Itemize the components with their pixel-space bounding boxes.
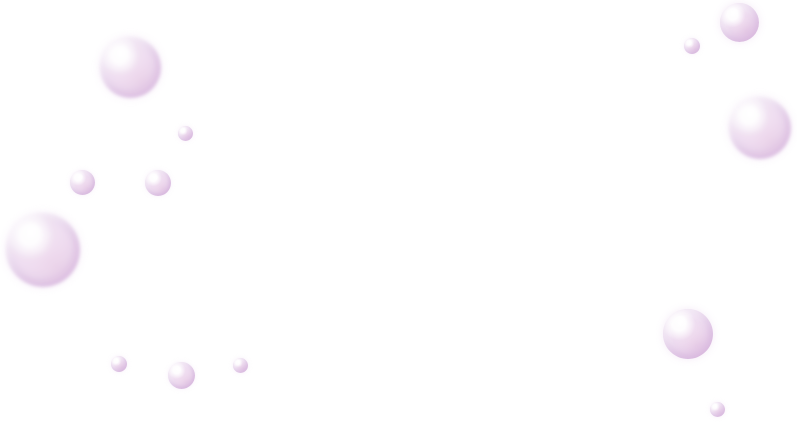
pearl-decoration-top-left-small [178, 126, 193, 141]
pearl-decoration-top-right-medium [720, 3, 759, 42]
pearl-decoration-left-large [6, 213, 80, 287]
pearl-decoration-right-large [729, 97, 791, 159]
pearl-decoration-top-right-small [684, 38, 700, 54]
pearl-decoration-bottom-right-small [710, 402, 725, 417]
pearl-decoration-bottom-left-2 [168, 362, 195, 389]
pearl-decoration-bottom-right-medium [663, 309, 713, 359]
pearl-decoration-top-left-large [100, 37, 161, 98]
pearl-decoration-left-middle-2 [145, 170, 171, 196]
pearl-decoration-left-middle-1 [70, 170, 95, 195]
pearl-decoration-bottom-left-1 [111, 356, 127, 372]
pearl-decoration-bottom-left-3 [233, 358, 248, 373]
